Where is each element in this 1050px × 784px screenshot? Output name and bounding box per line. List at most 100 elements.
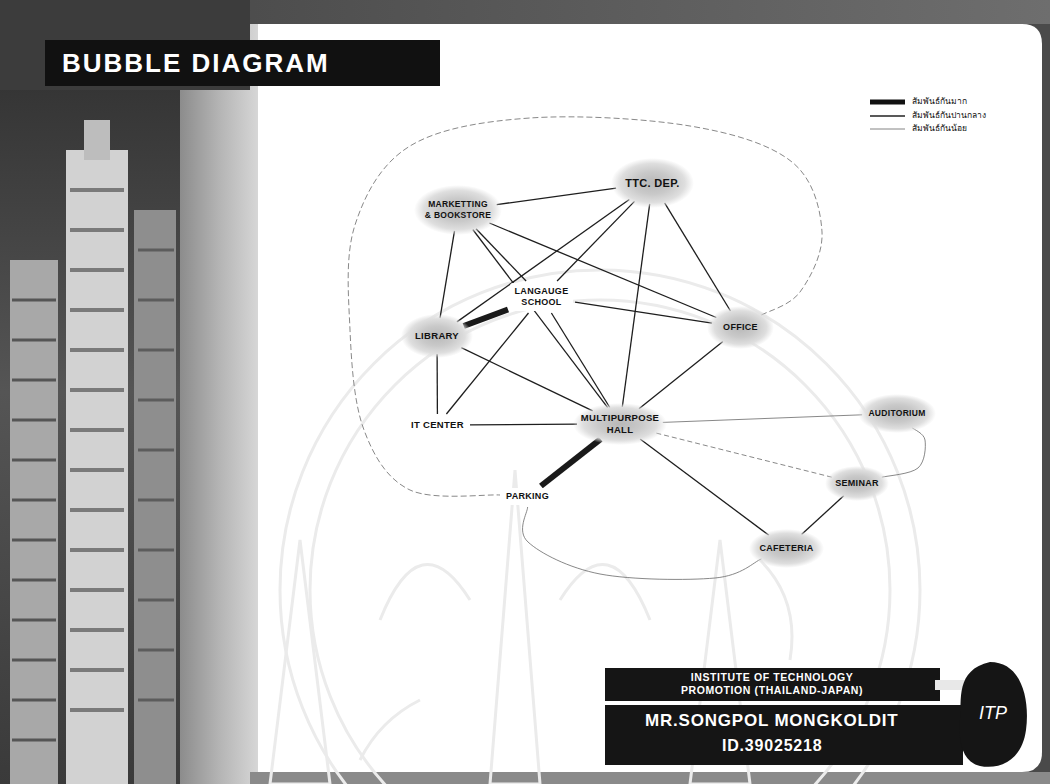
bubble-texts: MARKETTING & BOOKSTORE	[424, 199, 492, 221]
bubble-texts: OFFICE	[723, 322, 758, 333]
decoration	[12, 739, 56, 742]
bubble-texts: TTC. DEP.	[625, 176, 679, 190]
weak-relation-line	[882, 428, 926, 478]
legend-text: สัมพันธ์กันมาก	[912, 95, 967, 108]
strong-relation-line	[541, 439, 601, 486]
decoration	[12, 339, 56, 342]
medium-relation-line	[476, 229, 526, 281]
medium-relation-line	[575, 302, 712, 323]
decoration	[138, 249, 174, 252]
medium-relation-line	[551, 313, 609, 408]
credit-text: MR.SONGPOL MONGKOLDIT	[645, 711, 899, 731]
decoration	[70, 428, 124, 432]
decoration	[12, 619, 56, 622]
decoration	[70, 228, 124, 232]
decoration	[180, 0, 1050, 24]
bubble-texts: MULTIPURPOSE HALL	[580, 412, 660, 436]
space-name: SEMINAR	[835, 478, 879, 489]
credit-text: INSTITUTE OF TECHNOLOGY PROMOTION (THAIL…	[656, 671, 888, 697]
space-name: CAFETERIA	[759, 543, 813, 554]
decoration	[70, 548, 124, 552]
space-bubble: CAFETERIA	[749, 529, 824, 568]
decoration	[12, 300, 56, 740]
space-label: PARKING	[502, 488, 553, 505]
space-name: PARKING	[506, 491, 549, 502]
bubble-texts: IT CENTER	[411, 419, 464, 431]
legend-text: สัมพันธ์กันปานกลาง	[912, 109, 986, 122]
decoration	[12, 539, 56, 542]
decoration	[270, 540, 330, 784]
logo-text: ITP	[979, 702, 1007, 724]
decoration	[10, 260, 58, 784]
space-bubble: MULTIPURPOSE HALL	[573, 403, 667, 445]
space-name: TTC. DEP.	[625, 176, 679, 190]
decoration	[180, 24, 260, 784]
building-photo	[0, 0, 250, 784]
decoration	[70, 190, 124, 710]
space-name: LANGAUGE SCHOOL	[514, 286, 569, 308]
decoration	[870, 100, 905, 105]
bubble-texts: LIBRARY	[415, 330, 459, 342]
space-name: AUDITORIUM	[868, 408, 925, 419]
medium-relation-line	[473, 230, 608, 408]
decoration	[12, 459, 56, 462]
decoration	[138, 599, 174, 602]
space-name: IT CENTER	[411, 419, 464, 431]
bubble-texts: AUDITORIUM	[868, 408, 925, 419]
space-name: OFFICE	[723, 322, 758, 333]
medium-relation-line	[802, 496, 845, 535]
decoration	[138, 699, 174, 702]
bubble-texts: CAFETERIA	[759, 543, 813, 554]
legend-samples	[870, 102, 905, 129]
medium-relation-line	[622, 204, 649, 407]
medium-relation-line	[497, 188, 616, 205]
decoration	[380, 564, 650, 620]
decoration	[12, 379, 56, 382]
space-bubble: LIBRARY	[401, 314, 473, 358]
medium-relation-line	[489, 223, 716, 318]
decoration	[258, 24, 1042, 772]
decoration	[138, 649, 174, 652]
medium-relation-line	[470, 424, 577, 426]
decoration	[870, 115, 905, 116]
decoration	[605, 705, 963, 765]
medium-relation-line	[440, 231, 455, 318]
decoration	[70, 268, 124, 272]
decoration	[960, 662, 1027, 767]
decoration	[70, 348, 124, 352]
decoration	[66, 150, 128, 784]
space-bubble: MARKETTING & BOOKSTORE	[414, 185, 502, 235]
decoration	[70, 628, 124, 632]
decoration	[138, 499, 174, 502]
decoration	[12, 659, 56, 662]
space-name: LIBRARY	[415, 330, 459, 342]
decoration	[870, 129, 905, 130]
decoration	[138, 449, 174, 452]
decoration	[138, 549, 174, 552]
legend-text: สัมพันธ์กันน้อย	[912, 122, 967, 135]
decoration	[138, 399, 174, 402]
space-bubble: SEMINAR	[825, 466, 889, 501]
space-label: IT CENTER	[407, 416, 468, 434]
decoration	[250, 772, 1050, 784]
decoration	[70, 708, 124, 712]
decoration	[45, 40, 440, 86]
space-bubble: OFFICE	[707, 306, 774, 349]
medium-relation-line	[639, 342, 723, 409]
medium-relation-line	[640, 439, 769, 535]
credit-panel	[605, 662, 1027, 767]
space-name: MARKETTING & BOOKSTORE	[424, 199, 492, 221]
medium-relation-line	[557, 201, 634, 281]
decoration	[134, 210, 176, 784]
decoration	[138, 299, 174, 302]
medium-relation-line	[665, 203, 731, 311]
weak-relation-line	[523, 507, 762, 579]
decoration	[70, 588, 124, 592]
bubble-texts: LANGAUGE SCHOOL	[514, 286, 569, 308]
decoration	[138, 250, 174, 700]
slide-title: BUBBLE DIAGRAM	[62, 48, 330, 78]
